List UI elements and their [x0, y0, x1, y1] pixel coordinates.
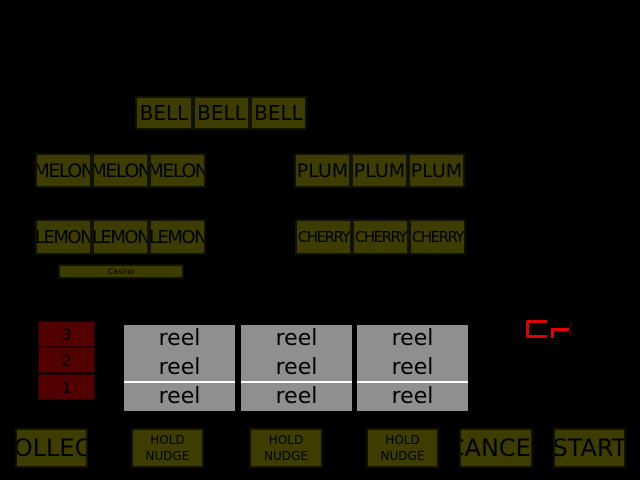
reel-3-symbol-top: reel	[391, 326, 434, 352]
hold-nudge-button-2[interactable]: HOLD NUDGE	[249, 428, 323, 468]
credit-led-segments	[526, 320, 572, 338]
cancel-button[interactable]: CANCEL	[459, 428, 533, 468]
credit-led-display: C-	[522, 319, 576, 339]
paytable-melon-3: MELON	[149, 153, 206, 188]
paytable-cherry-3: CHERRY	[409, 219, 466, 255]
start-button[interactable]: START	[553, 428, 626, 468]
paytable-plum-2: PLUM	[351, 153, 408, 188]
paytable-lemon-3: LEMON	[149, 219, 206, 255]
paytable-melon-2: MELON	[92, 153, 149, 188]
reel-2-win-line	[241, 381, 352, 383]
paytable-melon-1: MELON	[35, 153, 92, 188]
paytable-bell-1: BELL	[135, 96, 193, 130]
paytable-lemon-2: LEMON	[92, 219, 149, 255]
hold-label-3: HOLD	[385, 433, 420, 447]
hold-nudge-button-3[interactable]: HOLD NUDGE	[366, 428, 439, 468]
reel-3-win-line	[357, 381, 468, 383]
nudge-label-2: NUDGE	[264, 449, 308, 463]
paytable-cherry-2: CHERRY	[352, 219, 409, 255]
paytable-plum-1: PLUM	[294, 153, 351, 188]
paytable-lemon-1: LEMON	[35, 219, 92, 255]
nudge-label-1: NUDGE	[145, 449, 190, 463]
hold-label-1: HOLD	[150, 433, 185, 447]
paytable-bell-3: BELL	[250, 96, 307, 130]
reel-3-symbol-bottom: reel	[391, 383, 434, 409]
reel-1-symbol-middle: reel	[158, 354, 201, 380]
paytable-cherry-1: CHERRY	[295, 219, 352, 255]
hold-label-2: HOLD	[268, 433, 304, 447]
reel-2-symbol-bottom: reel	[275, 383, 318, 409]
nudge-label-3: NUDGE	[380, 449, 425, 463]
paytable-plum-3: PLUM	[408, 153, 465, 188]
hold-nudge-button-1[interactable]: HOLD NUDGE	[131, 428, 204, 468]
reel-1-win-line	[124, 381, 235, 383]
reel-3-symbol-middle: reel	[391, 354, 434, 380]
casino-bar: Casino	[58, 264, 184, 279]
reel-3: reel reel reel	[357, 325, 468, 411]
reel-1-symbol-top: reel	[158, 326, 201, 352]
nudge-counter-3: 3	[38, 321, 95, 347]
nudge-counter-1: 1	[38, 374, 95, 400]
reel-2-symbol-top: reel	[275, 326, 318, 352]
reel-2: reel reel reel	[241, 325, 352, 411]
nudge-counter-2: 2	[38, 347, 95, 373]
collect-button[interactable]: COLLECT	[15, 428, 88, 468]
reel-1: reel reel reel	[124, 325, 235, 411]
paytable-bell-2: BELL	[193, 96, 250, 130]
reel-1-symbol-bottom: reel	[158, 383, 201, 409]
reel-2-symbol-middle: reel	[275, 354, 318, 380]
